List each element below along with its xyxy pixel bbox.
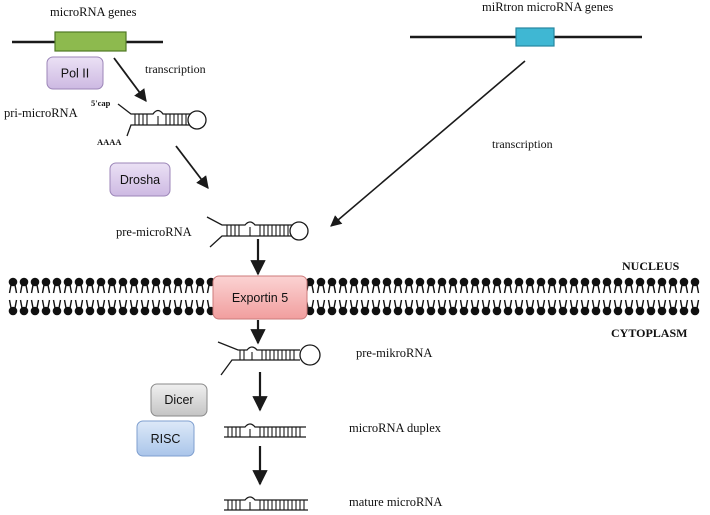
microrna-genes-label: microRNA genes: [50, 5, 137, 19]
transcription-arrow-right: [330, 60, 526, 227]
pri-microrna-label: pri-microRNA: [4, 106, 78, 120]
cytoplasm-label: CYTOPLASM: [611, 326, 687, 340]
pol-ii-box: [46, 56, 104, 90]
risc-box: [136, 420, 195, 457]
nucleus-label: NUCLEUS: [622, 259, 680, 273]
pre-microrna-hairpin: [206, 216, 309, 248]
mirtron-genes-label: miRtron microRNA genes: [482, 0, 613, 14]
nuclear-membrane: [8, 277, 700, 316]
exportin-5-label: Exportin 5: [232, 291, 288, 305]
drosha-label: Drosha: [120, 173, 160, 187]
transcription-label-right: transcription: [492, 137, 553, 151]
drosha-processing-arrow: [175, 145, 209, 190]
microrna-gene-block: [54, 31, 127, 52]
transcription-label-left: transcription: [145, 62, 206, 76]
transcription-arrow-left: [113, 57, 147, 103]
mature-microrna-label: mature microRNA: [349, 495, 442, 509]
mirtron-gene-block: [515, 27, 555, 47]
polya-label: AAAA: [97, 137, 122, 147]
mirtron-gene: [410, 27, 642, 47]
exportin-5-box: [212, 275, 308, 320]
pol-ii-label: Pol II: [61, 67, 90, 81]
five-cap-label: 5'cap: [91, 98, 111, 108]
pri-microrna-hairpin: [117, 103, 207, 137]
membrane-lipids: [8, 277, 700, 316]
pre-mikrorna-label: pre-mikroRNA: [356, 346, 432, 360]
pre-mikrorna-hairpin: [217, 341, 321, 376]
microrna-duplex: [224, 423, 306, 438]
microrna-gene: [12, 31, 163, 52]
mature-microrna: [224, 496, 308, 511]
risc-label: RISC: [151, 432, 181, 446]
dicer-box: [150, 383, 208, 417]
microrna-duplex-label: microRNA duplex: [349, 421, 442, 435]
dicer-label: Dicer: [164, 393, 193, 407]
drosha-box: [109, 162, 171, 197]
pre-microrna-label: pre-microRNA: [116, 225, 192, 239]
